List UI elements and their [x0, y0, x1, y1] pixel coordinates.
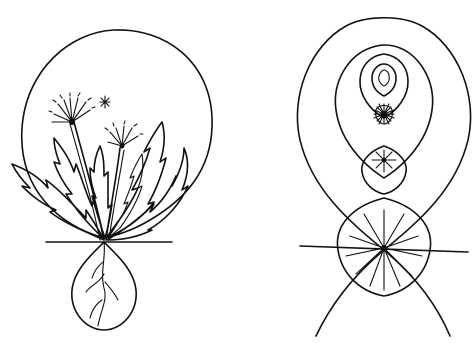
dandelion-stem-1b — [70, 124, 100, 240]
dandelion-leaf-center — [90, 146, 112, 238]
field-core-loop — [379, 70, 390, 86]
dandelion-panel — [12, 30, 212, 330]
dandelion-seed-head-1 — [49, 93, 95, 125]
dandelion-taproot — [98, 242, 105, 326]
field-inner-loop — [372, 64, 396, 96]
dandelion-rootlet-1 — [92, 262, 103, 278]
dandelion-rootlet-4 — [86, 274, 104, 292]
dandelion-leaf-right-low — [107, 148, 188, 240]
dandelion-flying-seed — [100, 96, 110, 108]
field-mid-node — [372, 150, 396, 172]
dandelion-stem-2b — [109, 150, 124, 240]
field-upper-node — [374, 104, 394, 124]
dandelion-rootlet-2 — [105, 282, 118, 300]
dandelion-seed-head-2 — [105, 121, 143, 149]
field-panel — [297, 18, 470, 336]
